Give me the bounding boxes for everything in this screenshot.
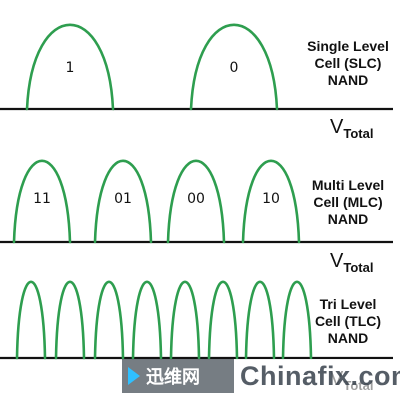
slc-title-line-2: Cell (SLC) [314, 55, 382, 71]
mlc-state-label: 01 [114, 191, 132, 207]
distribution-curves [12, 23, 313, 360]
tlc-state-curve [169, 280, 201, 360]
tlc-state-curve [15, 280, 47, 360]
mlc-state-label: 10 [262, 191, 280, 207]
slc-title-line-1: Single Level [307, 38, 389, 54]
tlc-title: Tri Level Cell (TLC) NAND [288, 296, 400, 347]
play-arrow-icon [128, 367, 140, 385]
tlc-state-curve [207, 280, 239, 360]
axes: VTotalVTotalVTotal [0, 107, 393, 393]
mlc-axis-label: VTotal [330, 250, 373, 275]
watermark-right-text: Chinafix.com [240, 360, 400, 391]
slc-title: Single Level Cell (SLC) NAND [288, 38, 400, 89]
slc-state-label: 1 [66, 60, 75, 76]
tlc-state-curve [281, 280, 313, 360]
watermark-left-text: 迅维网 [146, 367, 200, 387]
mlc-title: Multi Level Cell (MLC) NAND [288, 177, 400, 228]
mlc-state-label: 11 [33, 191, 51, 207]
mlc-state-curve [241, 159, 301, 244]
mlc-state-label: 00 [187, 191, 205, 207]
tlc-state-curve [131, 280, 163, 360]
slc-state-curve [189, 23, 279, 111]
tlc-state-curve [93, 280, 125, 360]
slc-axis-label: VTotal [330, 116, 373, 141]
mlc-title-line-3: NAND [327, 211, 369, 227]
mlc-state-curve [12, 159, 72, 244]
tlc-title-line-1: Tri Level [319, 296, 377, 312]
slc-title-line-3: NAND [327, 72, 369, 88]
mlc-state-curve [166, 159, 226, 244]
tlc-title-line-2: Cell (TLC) [314, 313, 382, 329]
slc-state-label: 0 [230, 60, 239, 76]
mlc-title-line-1: Multi Level [311, 177, 385, 193]
mlc-state-curve [93, 159, 153, 244]
tlc-state-curve [244, 280, 276, 360]
slc-state-curve [25, 23, 115, 111]
watermark-right: Chinafix.com [234, 359, 400, 393]
watermark-left: 迅维网 [122, 359, 234, 393]
mlc-title-line-2: Cell (MLC) [313, 194, 383, 210]
tlc-state-curve [54, 280, 86, 360]
tlc-title-line-3: NAND [327, 330, 369, 346]
